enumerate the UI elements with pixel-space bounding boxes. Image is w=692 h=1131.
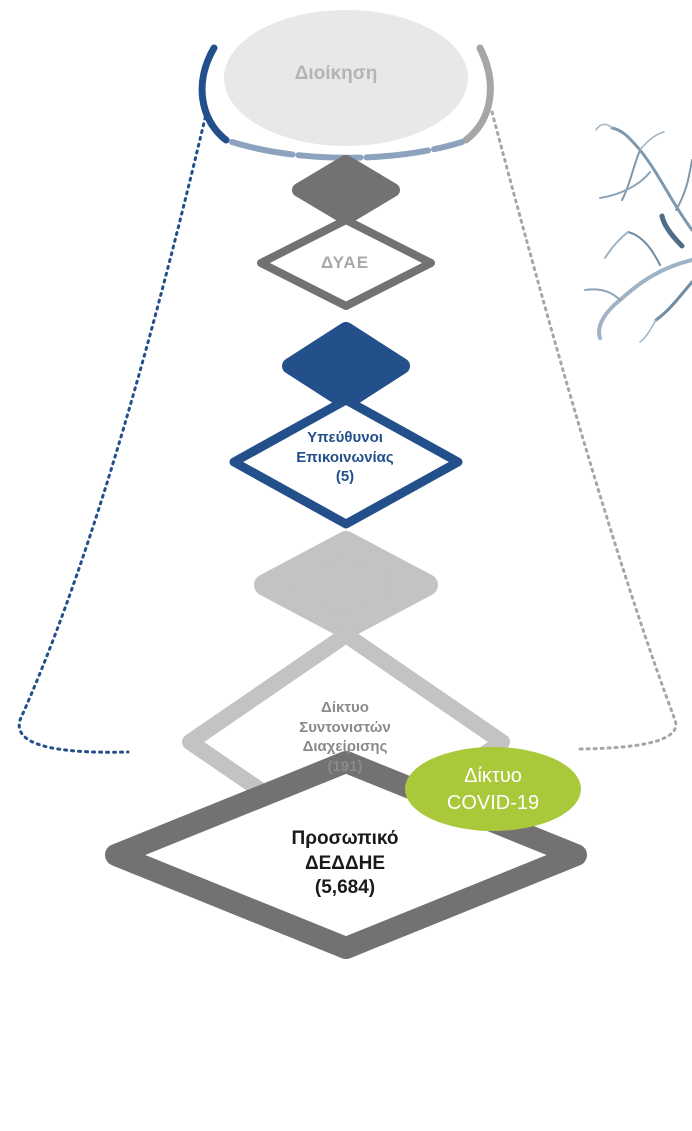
covid-line-1: Δίκτυο <box>464 765 522 787</box>
right-dotted-connector <box>490 110 678 751</box>
comms-connector-diamond <box>282 322 410 410</box>
top-node-label: Διοίκηση <box>236 62 436 87</box>
staff-line-1: Προσωπικό <box>291 828 399 849</box>
covid-line-2: COVID-19 <box>446 792 540 814</box>
covid-network-badge <box>405 747 581 831</box>
neuron-network-illustration <box>584 123 692 343</box>
comms-line-2: Επικοινωνίας <box>296 448 394 466</box>
dyae-text: ΔΥΑΕ <box>320 253 370 272</box>
coord-connector-diamond <box>254 531 438 639</box>
coord-line-1: Δίκτυο <box>321 699 369 716</box>
top-node-arc-left <box>198 44 230 144</box>
dyae-label: ΔΥΑΕ <box>290 252 400 274</box>
comms-count: (5) <box>335 468 355 485</box>
coord-line-3: Διαχείρισης <box>302 738 388 755</box>
staff-count: (5,684) <box>314 877 376 899</box>
comms-line-1: Υπεύθυνοι <box>307 429 383 446</box>
coord-line-2: Συντονιστών <box>299 718 391 736</box>
comms-diamond <box>229 395 463 529</box>
comms-label: Υπεύθυνοι Επικοινωνίας (5) <box>270 428 420 487</box>
dyae-connector-diamond <box>292 155 400 225</box>
covid-badge-label: Δίκτυο COVID-19 <box>413 763 573 817</box>
staff-line-2: ΔΕΔΔΗΕ <box>304 852 386 874</box>
dyae-diamond <box>257 216 435 310</box>
coord-label: Δίκτυο Συντονιστών Διαχείρισης (191) <box>240 698 450 776</box>
top-node-ellipse <box>224 10 468 146</box>
top-node-text: Διοίκηση <box>294 63 378 84</box>
coord-count: (191) <box>327 757 363 775</box>
staff-label: Προσωπικό ΔΕΔΔΗΕ (5,684) <box>240 827 450 901</box>
top-node-arc-right <box>462 44 494 144</box>
left-dotted-connector <box>17 108 209 754</box>
